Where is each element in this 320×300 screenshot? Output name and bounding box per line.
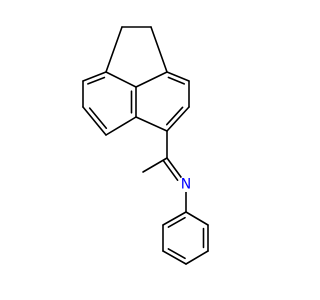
bond-b1-l1 <box>82 71 107 82</box>
bond-a2-b2 <box>150 26 168 73</box>
bond-p6-p1-second-line <box>167 216 186 228</box>
bond-b1-l1-second-line <box>87 76 106 85</box>
bond-group <box>82 26 209 265</box>
atom-label-group: N <box>178 176 194 193</box>
bond-b1-cC <box>105 71 137 88</box>
bond-p6-p1 <box>162 211 187 226</box>
bond-iC-N-second-line <box>162 159 179 181</box>
nitrogen-atom-background <box>178 176 194 192</box>
bond-p1-p2 <box>185 211 209 226</box>
bond-l2-l3-second-line <box>88 107 108 129</box>
bond-p4-p5 <box>162 250 187 265</box>
bond-l3-cL <box>105 116 137 136</box>
molecule-structure-diagram: N <box>82 26 209 265</box>
bond-r2-r3 <box>166 106 190 132</box>
nitrogen-atom: N <box>178 176 194 193</box>
bond-b2-cC <box>135 71 168 88</box>
bond-l2-l3 <box>82 106 107 136</box>
bond-iC-N <box>166 157 183 179</box>
bond-b2-r1 <box>166 71 190 82</box>
bond-r3-cL <box>135 116 168 132</box>
bond-p4-p5-second-line <box>167 248 186 260</box>
bond-p3-p4 <box>185 250 209 265</box>
bond-b2-r1-second-line <box>167 76 185 85</box>
bond-a1-b1 <box>105 26 123 73</box>
bond-r2-r3-second-line <box>166 106 184 126</box>
nitrogen-atom-label: N <box>181 177 191 193</box>
